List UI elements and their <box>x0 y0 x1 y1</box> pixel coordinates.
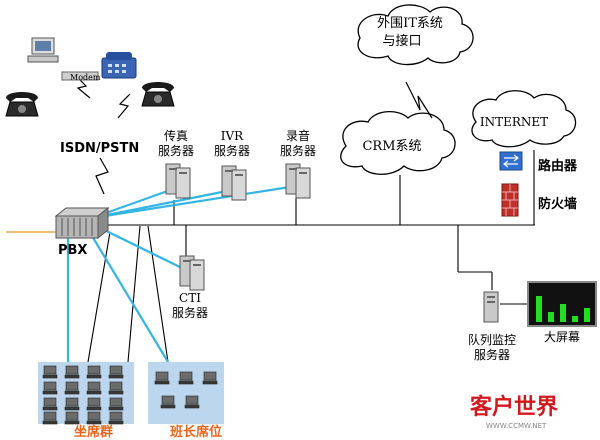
pbx-recording-link <box>91 184 297 220</box>
agent-group-label: 坐席群 <box>74 424 113 440</box>
telephone-icon <box>5 92 39 117</box>
recording-server-label-line2: 服务器 <box>280 143 316 158</box>
internet-label: INTERNET <box>480 115 548 129</box>
cti-server-label-line2: 服务器 <box>172 305 208 320</box>
logo-url: WWW.CCMW.NET <box>486 422 547 430</box>
pbx-cti-link <box>91 223 187 271</box>
modem-label: Modem <box>70 73 101 82</box>
phone-bolt <box>117 93 131 119</box>
team-leader-label: 班长席位 <box>170 424 222 440</box>
workstation-icon <box>64 365 80 379</box>
pbx-agent-line <box>87 231 111 363</box>
fax-server-label-line1: 传真 <box>164 128 188 143</box>
pbx-isdn-bolt <box>95 157 109 195</box>
workstation-icon <box>108 411 124 425</box>
external-it-label-line1: 外围IT系统 <box>377 16 443 31</box>
logo-text: 客户世界 <box>470 394 558 420</box>
cti-server-label-line1: CTI <box>179 291 201 305</box>
workstation-icon <box>108 365 124 379</box>
external-it-cloud: 外围IT系统 与接口 <box>357 4 474 66</box>
pbx-label: PBX <box>58 243 87 258</box>
modem-icon <box>61 71 99 81</box>
fax-server-label-line2: 服务器 <box>158 143 194 158</box>
big-screen-icon <box>527 281 597 327</box>
workstation-icon <box>42 397 58 411</box>
queue-monitor-label-line2: 服务器 <box>474 347 510 362</box>
router-label: 路由器 <box>538 158 578 174</box>
workstation-icon <box>64 381 80 395</box>
internet-cloud: INTERNET <box>471 90 577 148</box>
fax-phone-icon <box>101 52 137 79</box>
crm-label: CRM系统 <box>362 139 421 154</box>
telephone-icon <box>141 82 175 107</box>
computer-icon <box>27 37 59 63</box>
firewall-icon <box>501 183 519 217</box>
workstation-icon <box>160 395 176 409</box>
pbx-leader-link <box>91 235 169 363</box>
lightning-bolts <box>75 75 433 195</box>
server-icon <box>179 255 205 291</box>
workstation-icon <box>108 381 124 395</box>
crm-external-bolt <box>405 81 433 119</box>
router-icon <box>499 151 523 171</box>
pbx-leader-line <box>147 225 169 363</box>
pbx-icon <box>54 206 110 240</box>
workstation-icon <box>86 397 102 411</box>
workstation-icon <box>42 411 58 425</box>
workstation-icon <box>108 397 124 411</box>
firewall-label: 防火墙 <box>538 196 577 212</box>
recording-server-label-line1: 录音 <box>286 128 310 143</box>
pbx-agent-line-2 <box>127 225 141 363</box>
modem-bolt <box>75 75 91 99</box>
server-icon <box>285 163 311 199</box>
workstation-icon <box>86 381 102 395</box>
workstation-icon <box>184 395 200 409</box>
crm-cloud: CRM系统 <box>340 111 456 175</box>
agent-group-area <box>38 362 134 425</box>
queue-monitor-label-line1: 队列监控 <box>468 332 516 347</box>
team-leader-area <box>148 362 224 424</box>
customer-world-logo: 客户世界 WWW.CCMW.NET <box>470 394 558 430</box>
workstation-icon <box>178 371 194 385</box>
ivr-server-label-line2: 服务器 <box>214 143 250 158</box>
isdn-pstn-label: ISDN/PSTN <box>60 141 139 156</box>
ivr-server-label-line1: IVR <box>221 129 244 143</box>
workstation-icon <box>154 371 170 385</box>
server-icon <box>165 163 191 199</box>
server-icon <box>483 291 499 323</box>
workstation-icon <box>86 411 102 425</box>
workstation-icon <box>42 365 58 379</box>
server-icon <box>221 165 247 201</box>
workstation-icon <box>42 381 58 395</box>
big-screen-label: 大屏幕 <box>544 330 580 344</box>
workstation-icon <box>86 365 102 379</box>
workstation-icon <box>64 411 80 425</box>
workstation-icon <box>202 371 218 385</box>
workstation-icon <box>64 397 80 411</box>
external-it-label-line2: 与接口 <box>382 33 421 49</box>
